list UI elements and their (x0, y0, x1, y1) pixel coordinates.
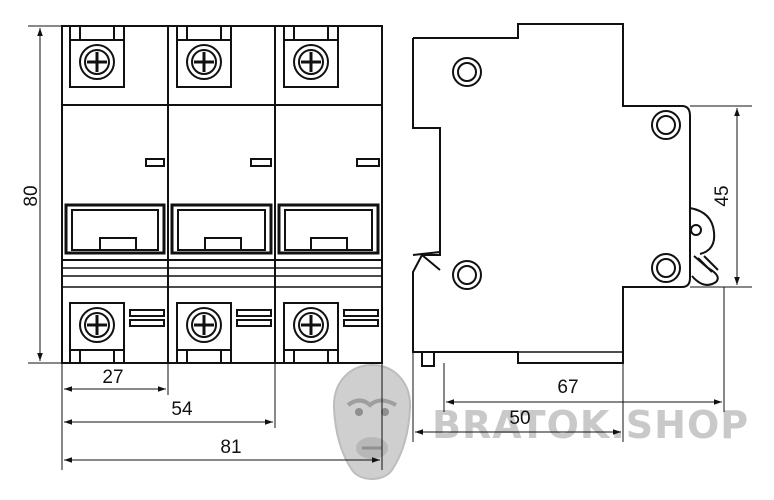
toggle-lever (204, 237, 242, 251)
depth-label: 67 (557, 377, 578, 398)
terminal-screw-icon (186, 44, 222, 80)
pole-2 (168, 26, 275, 362)
mounting-hole (651, 110, 681, 140)
side-body-outline (412, 23, 691, 364)
watermark-text: BRATOK.SHOP (432, 403, 749, 447)
mounting-hole (452, 57, 482, 87)
gorilla-head-icon (332, 363, 412, 480)
toggle-window (64, 203, 166, 255)
toggle-lever-side (689, 207, 719, 286)
front-view (61, 25, 383, 364)
breaker-body-outline (61, 25, 383, 364)
side-view (412, 23, 719, 367)
rail-height-label: 45 (712, 185, 733, 206)
total-width-label: 81 (220, 437, 241, 458)
watermark: BRATOK.SHOP (332, 363, 749, 480)
toggle-window (277, 203, 380, 255)
indicator-slot (356, 158, 380, 167)
toggle-window (170, 203, 273, 255)
height-label: 80 (21, 185, 42, 206)
toggle-lever (310, 237, 348, 251)
pole-1 (62, 26, 168, 362)
rail-depth-label: 50 (509, 408, 530, 429)
terminal-screw-icon (293, 44, 329, 80)
mounting-hole (651, 253, 681, 283)
side-dimensions (412, 105, 752, 442)
indicator-slot (145, 158, 165, 167)
terminal-screw-icon (79, 44, 115, 80)
mounting-hole (452, 260, 482, 290)
terminal-screw-icon (186, 307, 222, 343)
terminal-screw-icon (293, 307, 329, 343)
front-dimensions (28, 25, 383, 470)
two-pole-width-label: 54 (171, 399, 193, 420)
indicator-slot (250, 158, 272, 167)
terminal-screw-icon (79, 307, 115, 343)
toggle-lever (99, 237, 137, 251)
pole-3 (275, 26, 382, 362)
pole-width-label: 27 (102, 367, 123, 388)
